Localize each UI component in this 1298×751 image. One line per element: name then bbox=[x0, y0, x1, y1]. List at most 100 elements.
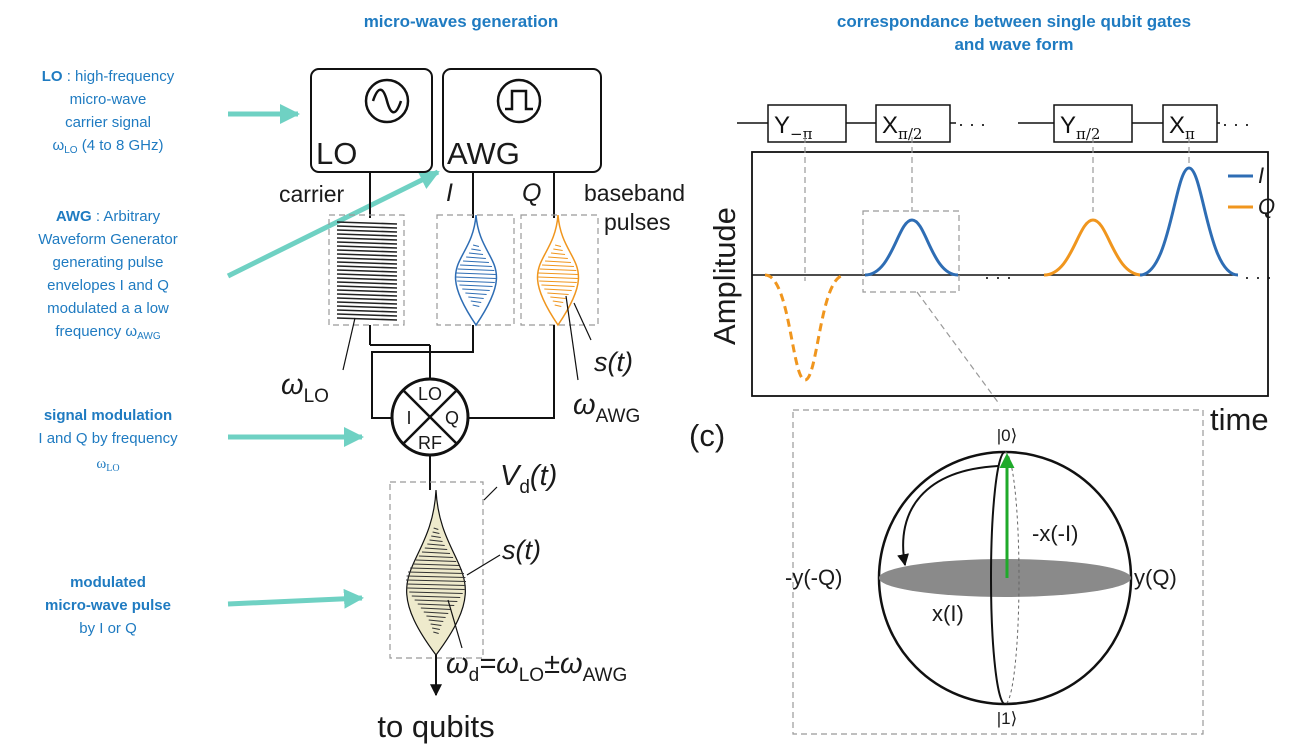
oscillation-stroke bbox=[427, 543, 445, 547]
bloch-equator-disc bbox=[879, 559, 1131, 597]
pulse-plot-frame bbox=[751, 151, 1269, 397]
omega-lo-sub: LO bbox=[304, 386, 329, 407]
plot-dots-end: · · · bbox=[1244, 267, 1272, 287]
s-t-label-output: s(t) bbox=[502, 535, 541, 565]
minus-x-label: -x(-I) bbox=[1032, 521, 1078, 546]
oscillation-stroke bbox=[547, 292, 569, 296]
svg-text:frequency ωAWG: frequency ωAWG bbox=[55, 323, 161, 342]
lo-box bbox=[310, 68, 433, 173]
annotation-lo-range: (4 to 8 GHz) bbox=[78, 137, 164, 154]
carrier-stroke bbox=[336, 313, 398, 317]
oscillation-stroke bbox=[410, 567, 462, 571]
oscillation-stroke bbox=[414, 599, 458, 603]
left-title: micro-waves generation bbox=[364, 12, 559, 31]
gate-box bbox=[875, 104, 951, 143]
zoom-dashed-box bbox=[862, 210, 960, 293]
annotation-awg-line3: generating pulse bbox=[53, 254, 164, 271]
lo-box-label: LO bbox=[316, 136, 357, 171]
awg-box-label: AWG bbox=[447, 136, 520, 171]
oscillation-stroke bbox=[550, 252, 566, 256]
y-pi-2-pulse bbox=[1043, 218, 1143, 277]
oscillation-stroke bbox=[550, 296, 566, 300]
omega-lo-pointer bbox=[342, 317, 356, 371]
mixer-q-port: Q bbox=[445, 408, 459, 428]
bloch-meridian-back bbox=[1004, 451, 1020, 705]
oscillation-stroke bbox=[457, 268, 495, 272]
annotation-lo-omega-sub: LO bbox=[64, 145, 78, 156]
carrier-stroke bbox=[336, 257, 398, 261]
i-pulse-oscillation bbox=[456, 244, 496, 308]
gate-dots: · · · bbox=[1222, 114, 1250, 134]
svg-text:LO : high-frequency: LO : high-frequency bbox=[42, 68, 175, 85]
vd-arg: (t) bbox=[530, 460, 557, 492]
q-pulse-oscillation bbox=[538, 244, 578, 308]
carrier-stroke bbox=[336, 281, 398, 285]
right-title-line2: and wave form bbox=[954, 35, 1073, 54]
svg-text:ωLO: ωLO bbox=[96, 456, 119, 474]
oscillation-stroke bbox=[457, 280, 495, 284]
x-pi-2-pulse bbox=[864, 218, 959, 277]
ket-1-label: |1⟩ bbox=[997, 709, 1018, 728]
oscillation-stroke bbox=[411, 595, 461, 599]
gate-label: Y−π bbox=[774, 112, 813, 143]
oscillation-stroke bbox=[408, 571, 464, 575]
gap-mask bbox=[956, 112, 1018, 134]
oscillation-stroke bbox=[538, 276, 578, 280]
gate-angle: −π bbox=[790, 125, 813, 143]
gate-angle: π/2 bbox=[1076, 125, 1100, 143]
annotation-pulse: modulated micro-wave pulse by I or Q bbox=[45, 574, 171, 637]
oscillation-stroke bbox=[472, 304, 480, 308]
carrier-stroke bbox=[336, 253, 398, 257]
q-dashed-box bbox=[520, 214, 599, 326]
annotation-mod-omega: ω bbox=[96, 456, 106, 472]
oscillation-stroke bbox=[421, 551, 451, 555]
oscillation-stroke bbox=[432, 531, 440, 535]
oscillation-stroke bbox=[426, 615, 446, 619]
oscillation-stroke bbox=[423, 611, 449, 615]
vd-sub: d bbox=[519, 477, 530, 498]
legend-i-label: I bbox=[1258, 163, 1264, 188]
carrier-stroke bbox=[336, 245, 398, 249]
svg-text:ωLO: ωLO bbox=[281, 369, 329, 407]
oscillation-stroke bbox=[542, 264, 574, 268]
oscillation-stroke bbox=[468, 296, 484, 300]
annotation-awg-line2: Waveform Generator bbox=[38, 231, 178, 248]
gap-mask bbox=[1220, 112, 1282, 134]
carrier-stroke bbox=[336, 309, 398, 313]
amplitude-axis-label: Amplitude bbox=[707, 207, 742, 345]
oscillation-stroke bbox=[541, 284, 575, 288]
oscillation-stroke bbox=[463, 260, 489, 264]
omega-d-pm: ±ω bbox=[544, 648, 583, 680]
carrier-stroke bbox=[336, 305, 398, 309]
oscillation-stroke bbox=[407, 587, 465, 591]
oscillation-stroke bbox=[462, 288, 490, 292]
bloch-sphere: |0⟩ |1⟩ -x(-I) -y(-Q) y(Q) x(I) bbox=[785, 426, 1177, 728]
annotation-lo-rest: : high-frequency bbox=[63, 68, 175, 85]
oscillation-stroke bbox=[420, 607, 452, 611]
annotation-lo-line2: micro-wave bbox=[70, 91, 147, 108]
oscillation-stroke bbox=[429, 539, 443, 543]
oscillation-stroke bbox=[406, 579, 466, 583]
arrow-to-awg bbox=[226, 169, 440, 279]
carrier-stroke bbox=[336, 221, 398, 225]
annotation-awg-last: frequency ω bbox=[55, 323, 137, 340]
oscillation-stroke bbox=[539, 268, 577, 272]
oscillation-stroke bbox=[417, 603, 455, 607]
carrier-dashed-box bbox=[328, 214, 405, 326]
oscillation-stroke bbox=[465, 292, 487, 296]
legend-q-label: Q bbox=[1258, 194, 1275, 219]
oscillation-stroke bbox=[409, 591, 463, 595]
oscillation-stroke bbox=[406, 575, 466, 579]
oscillation-stroke bbox=[552, 300, 564, 304]
y-minus-pi-pulse bbox=[764, 273, 846, 382]
oscillation-stroke bbox=[456, 276, 496, 280]
sine-wave-icon bbox=[371, 88, 403, 114]
awg-box bbox=[442, 68, 602, 173]
gate-base: X bbox=[1169, 112, 1185, 139]
mixer-rf-port: RF bbox=[418, 433, 442, 453]
annotation-pulse-line3: by I or Q bbox=[79, 620, 137, 637]
oscillation-stroke bbox=[430, 623, 442, 627]
carrier-stroke bbox=[336, 269, 398, 273]
annotation-lo-omega: ω bbox=[53, 137, 65, 154]
